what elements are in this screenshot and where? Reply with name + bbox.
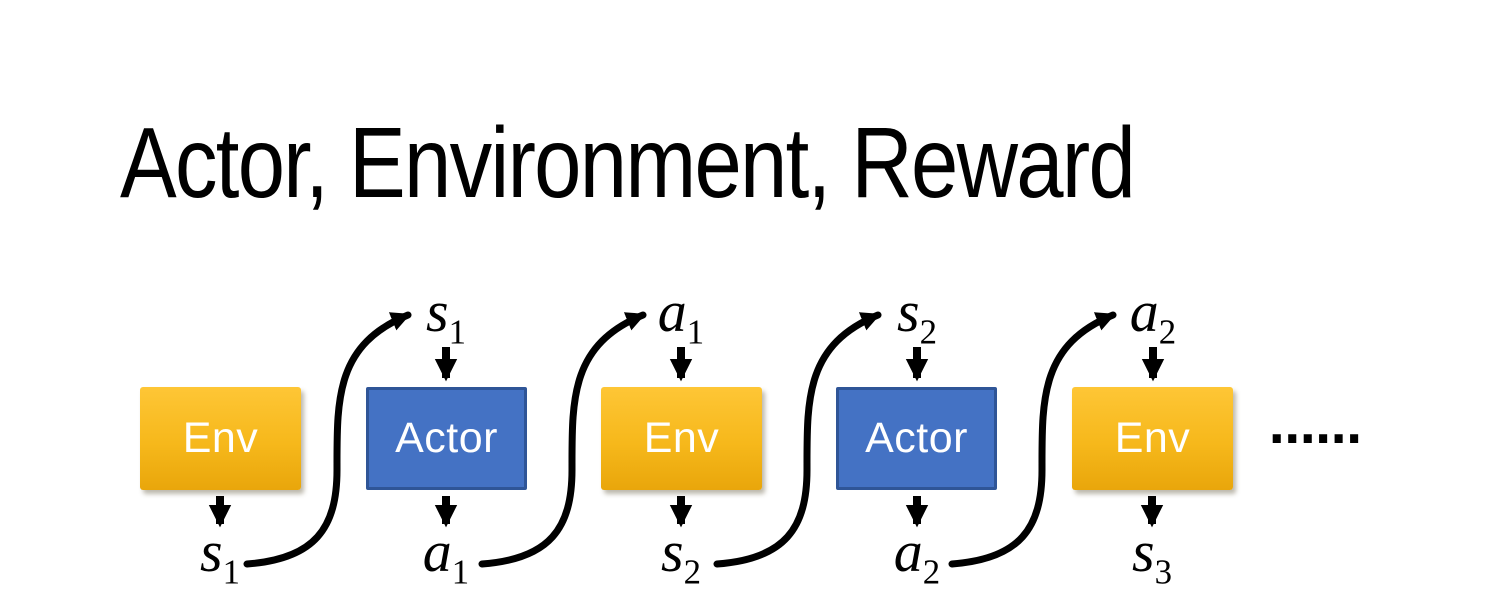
label-s2-bottom-base: s [661,519,684,584]
label-a1-top-sub: 1 [686,312,705,352]
label-a2-bottom-base: a [893,519,923,584]
actor-box-1-label: Actor [395,414,498,462]
env-box-3: Env [1072,387,1233,490]
label-s1-top-sub: 1 [448,312,466,352]
label-s1-top-base: s [426,279,449,344]
curved-arrow-s2-to-actor-input [713,311,882,568]
label-a1-bottom-base: a [422,519,452,584]
label-s2-top: s2 [897,283,937,350]
env-box-1-label: Env [182,414,259,462]
label-a2-bottom-sub: 2 [922,552,941,592]
actor-box-2: Actor [836,387,997,490]
slide-title: Actor, Environment, Reward [120,107,1136,219]
label-a2-top: a2 [1130,283,1176,350]
label-a2-top-sub: 2 [1158,312,1177,352]
label-a1-bottom-sub: 1 [451,552,470,592]
env-box-2-label: Env [643,414,720,462]
curved-arrow-a1-to-env-input [478,311,647,568]
env-box-3-label: Env [1114,414,1191,462]
continuation-ellipsis: ...... [1268,400,1363,454]
label-s2-bottom-sub: 2 [683,552,701,592]
env-box-2: Env [601,387,762,490]
label-s3-bottom-sub: 3 [1154,552,1172,592]
label-s2-top-base: s [897,279,920,344]
label-s3-bottom: s3 [1132,523,1172,590]
curved-arrow-a2-to-env-input [948,311,1117,568]
label-a2-top-base: a [1129,279,1159,344]
curved-arrow-s1-to-actor-input [243,311,412,568]
label-s1-bottom: s1 [200,523,240,590]
env-box-1: Env [140,387,301,490]
label-s1-bottom-sub: 1 [222,552,240,592]
label-s3-bottom-base: s [1132,519,1155,584]
actor-box-1: Actor [366,387,527,490]
actor-box-2-label: Actor [865,414,968,462]
label-s2-top-sub: 2 [919,312,937,352]
label-s1-bottom-base: s [200,519,223,584]
label-s1-top: s1 [426,283,466,350]
label-s2-bottom: s2 [661,523,701,590]
label-a2-bottom: a2 [894,523,940,590]
label-a1-bottom: a1 [423,523,469,590]
label-a1-top: a1 [658,283,704,350]
label-a1-top-base: a [657,279,687,344]
